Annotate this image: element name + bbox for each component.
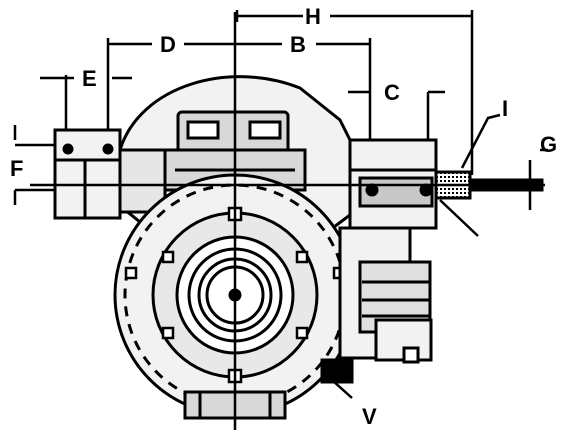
side-assembly — [320, 226, 433, 384]
label-b: B — [290, 32, 306, 57]
label-c: C — [384, 80, 400, 105]
dimension-lines — [13, 10, 548, 399]
label-h: H — [305, 4, 321, 29]
center-lines — [30, 12, 545, 430]
label-i: I — [502, 96, 508, 121]
label-d: D — [160, 32, 176, 57]
label-f: F — [10, 156, 23, 181]
label-v: V — [362, 404, 377, 429]
label-e: E — [82, 66, 97, 91]
label-g: G — [540, 132, 557, 157]
dimension-labels: H D B E C I F G V — [10, 4, 557, 429]
